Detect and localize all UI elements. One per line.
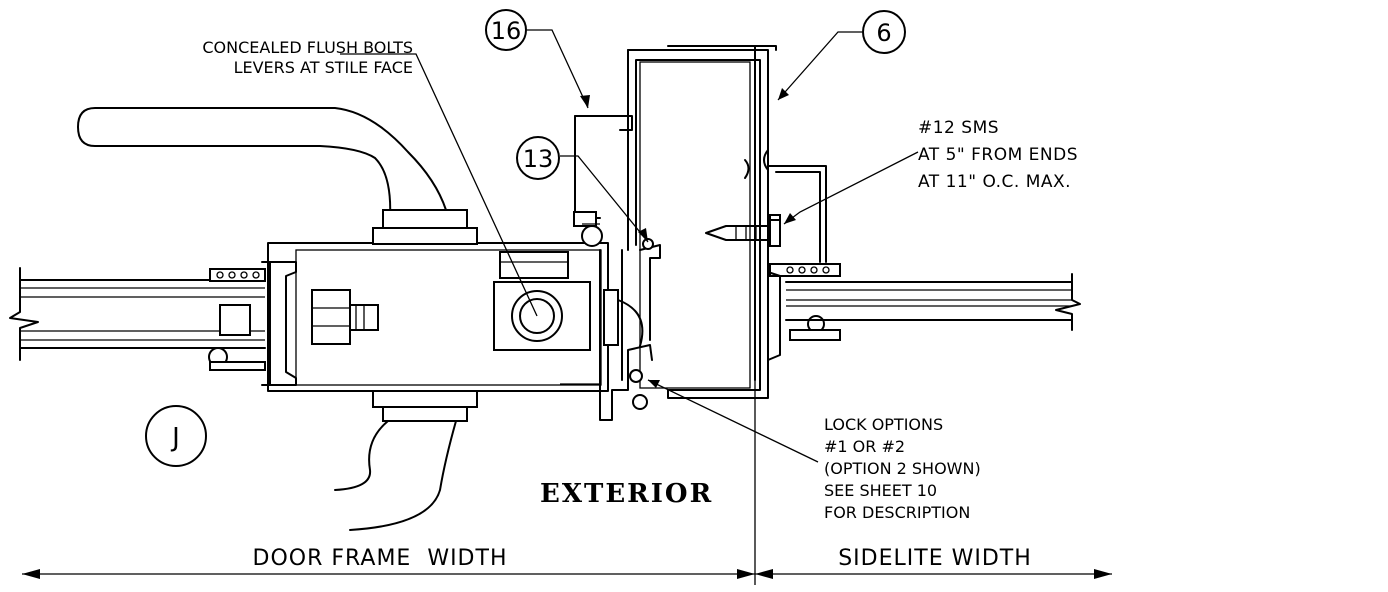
dimension-lines: [22, 569, 1112, 579]
callout-16-text: 16: [491, 17, 522, 45]
callout-13-text: 13: [523, 145, 554, 173]
flush-bolts-note-line1: CONCEALED FLUSH BOLTS: [202, 38, 413, 57]
door-glazing-gasket: [208, 261, 297, 386]
callout-J: J: [145, 405, 207, 467]
callout-16: 16: [485, 9, 527, 51]
sidelite-jamb: [599, 45, 777, 421]
leader-lines: [340, 29, 919, 463]
lever-handle-exterior: [334, 390, 478, 531]
lock-note-line1: LOCK OPTIONS: [824, 415, 943, 434]
sms-note-line1: #12 SMS: [918, 118, 999, 138]
sms-screw: [705, 219, 781, 247]
door-stile: [267, 242, 644, 392]
sidelite-glazing-stop: [767, 165, 841, 361]
lock-note-line2: #1 OR #2: [824, 437, 905, 456]
lock-note-line3: (OPTION 2 SHOWN): [824, 459, 981, 478]
callout-J-text: J: [170, 423, 180, 453]
lever-handle-interior: [77, 107, 478, 245]
callout-6-text: 6: [876, 19, 891, 47]
exterior-label: EXTERIOR: [540, 479, 713, 509]
sms-note-line3: AT 11" O.C. MAX.: [918, 172, 1071, 192]
sidelite-width-label: SIDELITE WIDTH: [838, 546, 1032, 571]
flush-bolts-note-line2: LEVERS AT STILE FACE: [234, 58, 413, 77]
item-16-frame-section: [573, 115, 633, 247]
callout-13: 13: [516, 136, 560, 180]
lock-note-line4: SEE SHEET 10: [824, 481, 937, 500]
sms-note-line2: AT 5" FROM ENDS: [918, 145, 1078, 165]
sidelite-glass: [785, 273, 1081, 331]
callout-6: 6: [862, 10, 906, 54]
lock-note-line5: FOR DESCRIPTION: [824, 503, 970, 522]
door-frame-width-label: DOOR FRAME WIDTH: [253, 546, 508, 571]
